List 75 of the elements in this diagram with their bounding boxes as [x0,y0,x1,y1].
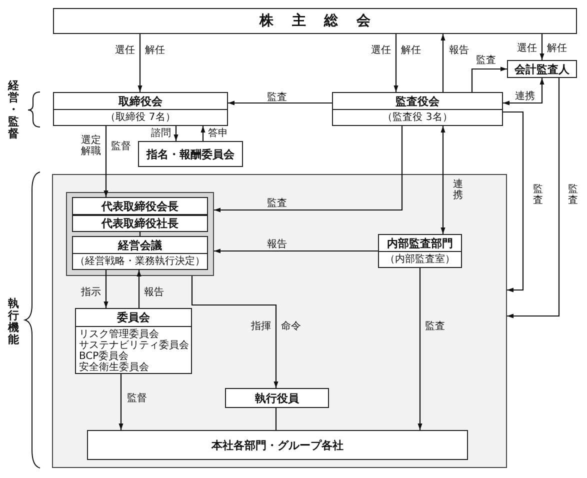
side-label: 執行機能 [8,298,19,346]
edge-label: 選任 解任 [371,44,421,56]
org-box [138,141,243,167]
edge-label: 答申 [208,128,228,138]
edge-label: 監査 [267,92,287,102]
connector-arrow [136,270,142,308]
connector-arrow [104,126,108,197]
box-title: 監査役会 [394,94,440,109]
box-title: 委員会 [76,309,191,327]
edge-label: 監査 [533,184,543,206]
box-note: （監査役 3名） [333,109,502,125]
edge-label: 監督 [127,392,147,404]
list-item: リスク管理委員会 [78,329,159,340]
connector-arrow [507,78,560,318]
edge-label: 指示 [81,286,101,298]
box-title: 代表取締役会長 [100,198,180,214]
box-note: （内部監査室） [379,251,461,267]
edge-label: 選任 解任 [115,44,165,56]
connector-arrow [418,268,422,430]
edge-label: 選任 解任 [517,42,567,54]
connector-arrow [440,126,446,234]
org-box [75,308,192,374]
list-item: BCP委員会 [78,351,130,362]
edge-label: 監査 [267,198,287,208]
edge-label: 連携 [515,90,535,102]
org-box [72,236,208,270]
box-title: 本社各部門・グループ各社 [210,438,344,454]
connector-arrow [540,34,544,60]
group-panel [52,174,507,468]
edge-label: 報告 [267,238,287,250]
box-title: 経営会議 [116,238,163,253]
edge-label: 監査 [568,184,578,206]
connector-arrow [191,276,278,388]
org-box [507,60,577,78]
box-title: 内部監査部門 [386,236,454,251]
connector-arrow [503,78,544,106]
box-title: 指名・報酬委員会 [145,146,236,162]
connector-arrow [214,248,378,254]
connector-arrow [174,126,178,141]
connector-arrow [200,126,206,141]
side-label: 経営・監督 [8,80,19,140]
box-title: 執行役員 [254,390,300,406]
connector-arrow [440,34,446,92]
org-box [87,430,468,460]
connector-arrow [394,34,398,92]
box-title: 会計監査人 [514,62,570,77]
edge-label: 監査 [425,320,445,332]
edge-label: 連携 [453,179,463,201]
org-box [53,8,577,34]
org-box [225,388,329,408]
connector-arrow [471,66,507,92]
list-item: サステナビリティ委員会 [78,340,190,351]
list-item: 安全衛生委員会 [78,362,150,373]
edge-label: 諮問 [151,128,171,138]
org-box [53,92,228,126]
org-box [378,234,462,268]
box-title: 取締役会 [117,94,164,109]
box-title: 株主総会 [258,12,390,31]
org-box [72,215,208,232]
connector-arrow [138,34,142,92]
edge-label: 監査 [476,54,496,66]
connector-arrow [118,374,124,430]
org-box [332,92,503,126]
box-title: 代表取締役社長 [100,216,180,231]
group-panel [66,192,214,276]
org-box [72,197,208,215]
connector-arrow [214,126,403,212]
edge-label: 報告 [144,286,164,298]
edge-label: 報告 [449,44,469,56]
box-note: （取締役 7名） [54,109,227,125]
connector-arrow [104,270,108,308]
connector-arrow [228,100,332,106]
edge-label: 指揮 命令 [251,320,301,332]
box-note: （経営戦略・業務執行決定） [73,253,207,269]
connector-arrow [503,111,524,292]
